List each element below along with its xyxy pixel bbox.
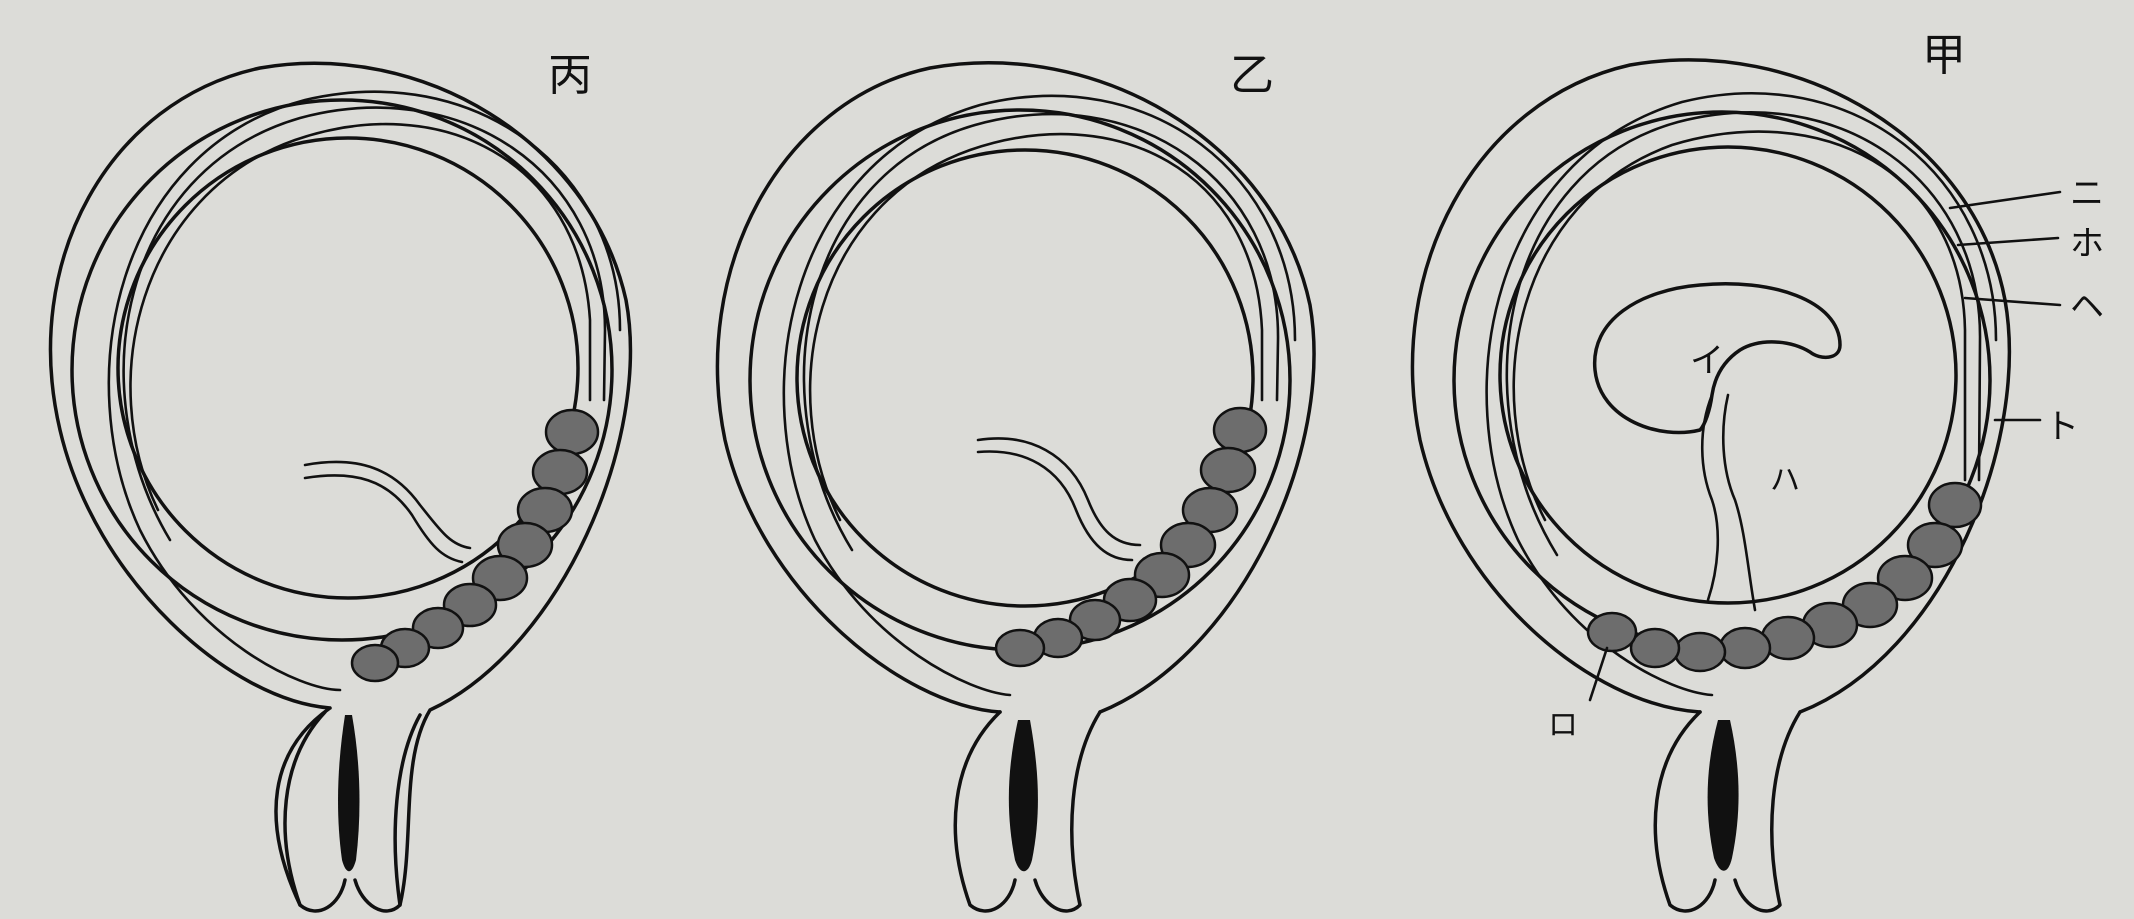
- placenta: [352, 410, 598, 681]
- chorion-layer-3: [109, 92, 620, 690]
- label-ha: ハ: [1770, 463, 1800, 498]
- label-he: ヘ: [2070, 287, 2104, 327]
- umbilical-cord: [305, 462, 470, 562]
- cervical-canal: [1708, 720, 1739, 871]
- label-ro: ロ: [1548, 708, 1578, 743]
- outer-membrane: [717, 63, 1314, 712]
- chorion-layer-2: [1507, 112, 1980, 555]
- chorion-layer-1: [1514, 132, 1965, 520]
- panel-jia: 甲 イ ハ ニ ホ ヘ ト ロ: [1412, 30, 2104, 911]
- chorion-layer-3: [1487, 93, 1996, 695]
- panel-title-bing: 丙: [548, 50, 592, 101]
- panel-title-jia: 甲: [1922, 30, 1966, 81]
- panel-bing: 丙: [50, 50, 630, 911]
- embryo-stalk: [1702, 395, 1755, 610]
- chorion-layer-1: [130, 124, 590, 510]
- label-ni: ニ: [2070, 174, 2104, 214]
- cervical-canal: [338, 715, 359, 871]
- label-to: ト: [2045, 407, 2079, 447]
- panel-yi: 乙: [717, 50, 1314, 911]
- panel-title-yi: 乙: [1230, 50, 1274, 101]
- label-i: イ: [1690, 341, 1724, 381]
- umbilical-cord: [978, 438, 1140, 560]
- inner-cavity: [1500, 147, 1956, 603]
- placenta: [1588, 483, 1981, 671]
- cervical-canal: [1009, 720, 1038, 871]
- label-ho: ホ: [2070, 224, 2104, 264]
